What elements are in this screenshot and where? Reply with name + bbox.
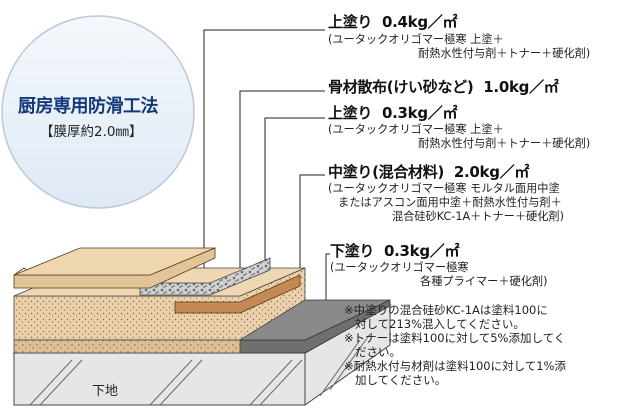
layer-desc-line: 耐熱水性付与剤＋トナー＋硬化剤) bbox=[418, 137, 591, 150]
layer-desc-line: 各種プライマー＋硬化剤) bbox=[420, 275, 548, 288]
layer-label-aggregate: 骨材散布(けい砂など) 1.0kg／㎡ bbox=[328, 78, 559, 96]
layer-desc-line: 耐熱水性付与剤＋トナー＋硬化剤) bbox=[418, 47, 591, 60]
layer-amount: 0.4kg／㎡ bbox=[381, 13, 458, 31]
layer-title: 下塗り bbox=[330, 242, 375, 260]
layer-title: 骨材散布(けい砂など) bbox=[328, 78, 474, 96]
layer-desc-line: (ユータックオリゴマー極寒 上塗＋ bbox=[328, 33, 504, 46]
layer-desc-line: (ユータックオリゴマー極寒 上塗＋ bbox=[328, 123, 504, 136]
leader-lines bbox=[203, 29, 330, 330]
layer-title: 上塗り bbox=[328, 13, 373, 31]
layer-amount: 0.3kg／㎡ bbox=[383, 242, 460, 260]
note-line: ※トナーは塗料100に対して5%添加してく bbox=[344, 331, 566, 345]
note-line: ※中塗りの混合硅砂KC-1Aは塗料100に bbox=[344, 303, 548, 317]
layer-label-top-coat-1: 上塗り 0.4kg／㎡ bbox=[328, 14, 457, 30]
layer-desc-line: (ユータックオリゴマー極寒 bbox=[330, 261, 469, 274]
note-line: 加してください。 bbox=[355, 373, 447, 387]
layer-title: 中塗り(混合材料) bbox=[328, 163, 445, 181]
layer-label-top-coat-2: 上塗り 0.3kg／㎡ bbox=[328, 105, 457, 121]
top-coat-2-layer bbox=[174, 274, 301, 314]
layer-amount: 0.3kg／㎡ bbox=[381, 104, 458, 122]
layer-desc-line: 混合硅砂KC-1A＋トナー＋硬化剤) bbox=[392, 210, 564, 223]
layer-desc-line: またはアスコン面用中塗＋耐熱水性付与剤＋ bbox=[338, 196, 562, 209]
layer-amount: 2.0kg／㎡ bbox=[453, 163, 530, 181]
note-line: ※耐熱水付与材剤は塗料100に対して1%添 bbox=[344, 359, 566, 373]
badge-subtitle: 【膜厚約2.0㎜】 bbox=[40, 124, 143, 140]
layer-title: 上塗り bbox=[328, 104, 373, 122]
top-coat-1-layer bbox=[13, 247, 216, 289]
badge-title: 厨房専用防滑工法 bbox=[18, 96, 159, 117]
note-line: ださい。 bbox=[355, 345, 401, 359]
aggregate-layer bbox=[139, 257, 271, 296]
note-line: 対して213%混入してください。 bbox=[355, 317, 525, 331]
layer-amount: 1.0kg／㎡ bbox=[483, 78, 559, 96]
layer-label-mid-coat: 中塗り(混合材料) 2.0kg／㎡ bbox=[328, 164, 529, 180]
badge-circle bbox=[1, 15, 195, 209]
layer-label-primer: 下塗り 0.3kg／㎡ bbox=[330, 243, 459, 259]
layer-desc-line: (ユータックオリゴマー極寒 モルタル面用中塗 bbox=[328, 182, 560, 195]
base-label: 下地 bbox=[92, 384, 119, 399]
